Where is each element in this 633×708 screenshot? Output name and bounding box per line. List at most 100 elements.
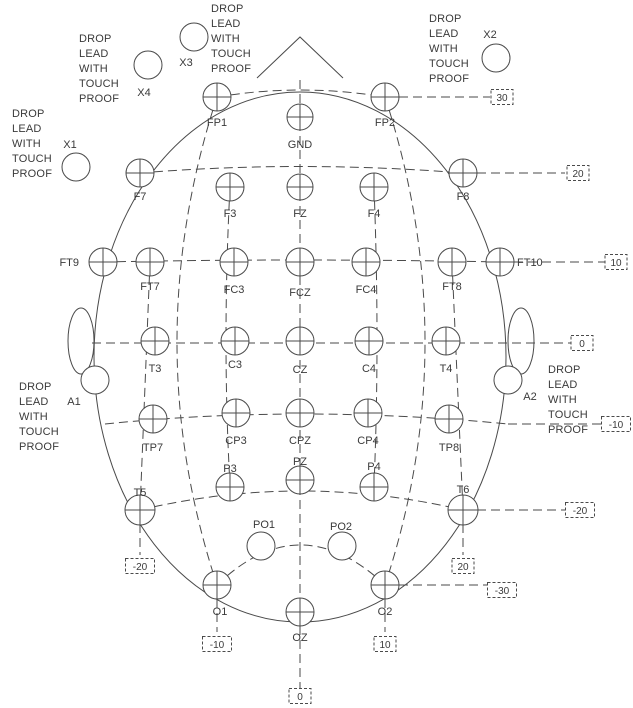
note-a1-line2: LEAD (19, 396, 49, 408)
electrode-t5: T5 (124, 487, 156, 526)
grid-value-right-3-text: 0 (579, 339, 585, 350)
electrode-cz: CZ (285, 326, 315, 376)
note-x2-line3: WITH (429, 43, 458, 55)
note-a2-line4: TOUCH (548, 409, 588, 421)
electrode-x1: X1 (61, 139, 91, 182)
electrode-c3-label: C3 (228, 359, 242, 371)
note-a1-line3: WITH (19, 411, 48, 423)
electrode-fz-label: FZ (293, 208, 307, 220)
note-a2-line3: WITH (548, 394, 577, 406)
electrode-o1-label: O1 (213, 606, 228, 618)
grid-value-right-0-frame (490, 89, 514, 105)
electrode-ft8: FT8 (437, 247, 467, 293)
right-temporal-guide (451, 261, 464, 511)
electrode-fp2: FP2 (370, 82, 400, 129)
grid-value-right-1-text: 20 (572, 169, 584, 180)
electrode-fp2-label: FP2 (375, 117, 395, 129)
note-x4-line3: WITH (79, 63, 108, 75)
note-a1-line1: DROP (19, 381, 52, 393)
o-arc-guide (216, 544, 386, 586)
electrode-x4-label: X4 (137, 87, 150, 99)
electrode-x4: X4 (133, 50, 163, 99)
electrode-fcz-label: FCZ (289, 287, 311, 299)
electrode-fcz: FCZ (285, 247, 315, 299)
right-ear (507, 307, 535, 375)
left-temporal-guide (139, 261, 151, 511)
note-x4: DROP LEAD WITH TOUCH PROOF (79, 33, 119, 105)
electrode-a2-label: A2 (523, 391, 536, 403)
electrode-ft8-label: FT8 (442, 281, 462, 293)
note-x4-line4: TOUCH (79, 78, 119, 90)
electrode-fp1-label: FP1 (207, 117, 227, 129)
note-x2-line1: DROP (429, 13, 462, 25)
note-x1-line3: WITH (12, 138, 41, 150)
electrode-t5-label: T5 (134, 487, 147, 499)
electrode-cp3: CP3 (221, 398, 251, 447)
note-x3-line4: TOUCH (211, 48, 251, 60)
grid-value-right-3: 0 (570, 335, 594, 351)
electrode-fp1: FP1 (202, 82, 232, 129)
note-x1-line2: LEAD (12, 123, 42, 135)
electrode-pz-label: PZ (293, 456, 307, 468)
electrode-p4: P4 (359, 461, 389, 502)
grid-value-right-2-frame (604, 254, 628, 270)
grid-value-right-5: -20 (565, 502, 595, 518)
electrode-x2-label: X2 (483, 29, 496, 41)
note-a2-line2: LEAD (548, 379, 578, 391)
electrode-x2-circle (481, 43, 511, 73)
electrode-p4-label: P4 (367, 461, 380, 473)
electrode-c3: C3 (220, 326, 250, 371)
electrode-t4: T4 (431, 326, 461, 375)
grid-value-bottom-2-frame (288, 688, 312, 704)
electrode-x2: X2 (481, 29, 511, 73)
note-a2: DROP LEAD WITH TOUCH PROOF (548, 364, 588, 436)
electrode-cp4-label: CP4 (357, 435, 378, 447)
electrode-ft9-label: FT9 (59, 257, 79, 269)
guide-lines (92, 80, 605, 690)
electrode-cz-label: CZ (293, 364, 308, 376)
electrode-x3-label: X3 (179, 57, 192, 69)
electrode-t6: T6 (447, 484, 479, 526)
electrode-a1: A1 (67, 365, 110, 408)
grid-value-bottom-0: -20 (125, 558, 155, 574)
electrode-f4: F4 (359, 172, 389, 220)
note-a2-line5: PROOF (548, 424, 588, 436)
electrode-f4-label: F4 (368, 208, 381, 220)
electrode-fc4: FC4 (351, 247, 381, 296)
electrode-f3-label: F3 (224, 208, 237, 220)
note-x2-line2: LEAD (429, 28, 459, 40)
note-x2: DROP LEAD WITH TOUCH PROOF (429, 13, 469, 85)
nose (256, 36, 344, 79)
grid-value-right-1-frame (566, 165, 590, 181)
electrode-po2: PO2 (327, 521, 357, 561)
electrode-tp8-label: TP8 (439, 442, 459, 454)
electrode-c4: C4 (354, 326, 384, 375)
electrode-a1-circle (80, 365, 110, 395)
electrode-tp7-label: TP7 (143, 442, 163, 454)
electrode-p3-label: P3 (223, 463, 236, 475)
electrode-ft10: FT10 (485, 247, 543, 277)
left-lateral-guide (176, 96, 218, 586)
electrode-ft7: FT7 (135, 247, 165, 293)
electrode-cp3-label: CP3 (225, 435, 246, 447)
grid-value-bottom-3-frame (373, 636, 397, 652)
electrode-a2: A2 (493, 365, 537, 403)
note-x4-line5: PROOF (79, 93, 119, 105)
note-a1-line4: TOUCH (19, 426, 59, 438)
electrode-po2-label: PO2 (330, 521, 352, 533)
electrode-a1-label: A1 (67, 396, 80, 408)
grid-value-right-6-text: -30 (495, 586, 510, 597)
grid-value-bottom-1-frame (202, 636, 232, 652)
electrode-ft9: FT9 (59, 247, 118, 277)
grid-value-right-2-text: 10 (610, 258, 622, 269)
electrode-gnd-label: GND (288, 139, 313, 151)
electrode-t6-label: T6 (457, 484, 470, 496)
fp-arc-guide (216, 89, 386, 98)
electrode-fc3: FC3 (219, 247, 249, 296)
note-x3-line3: WITH (211, 33, 240, 45)
electrode-oz-label: OZ (292, 632, 308, 644)
grid-value-right-3-frame (570, 335, 594, 351)
electrode-x3-circle (179, 22, 209, 52)
